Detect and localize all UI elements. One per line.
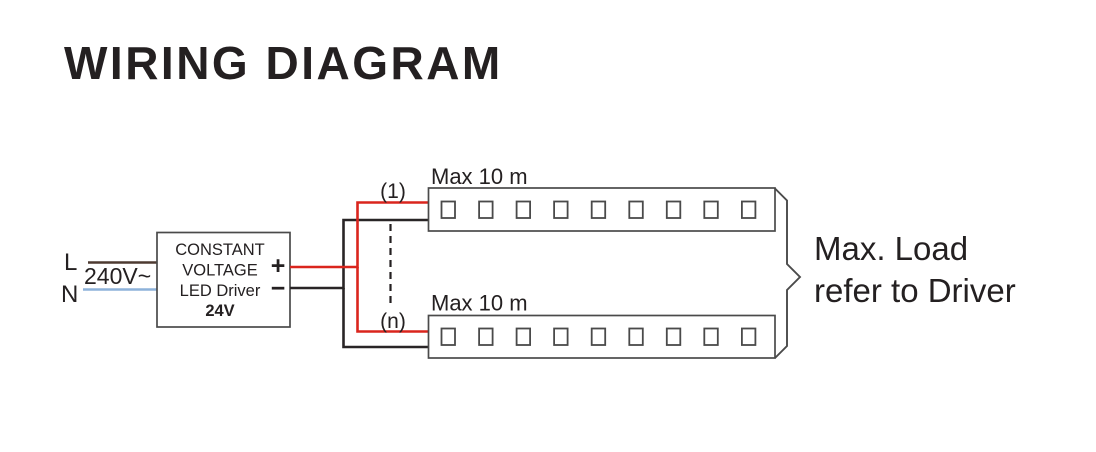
led-strip-1-chips	[440, 200, 757, 219]
led-chip	[665, 327, 682, 346]
led-chip	[703, 200, 719, 219]
led-chip	[703, 327, 719, 346]
led-chip	[741, 327, 757, 346]
led-chip	[515, 200, 531, 219]
led-chip	[515, 327, 531, 346]
led-chip	[440, 200, 456, 219]
negative-wire-branch-1	[290, 218, 429, 290]
positive-wire-branch-n	[356, 267, 429, 333]
load-note-line1: Max. Load	[814, 230, 968, 267]
branch-nth-label: (n)	[380, 310, 406, 333]
led-driver-box	[156, 231, 291, 328]
positive-wire-branch-1	[290, 201, 429, 269]
strip-n-length-label: Max 10 m	[431, 291, 528, 316]
led-chip	[553, 200, 569, 219]
led-chip	[590, 200, 607, 219]
minus-terminal-label: −	[271, 275, 286, 303]
page-title: WIRING DIAGRAM	[64, 37, 503, 89]
led-chip	[440, 327, 456, 346]
neutral-line-label: N	[61, 281, 78, 308]
plus-terminal-label: +	[271, 252, 286, 280]
led-chip	[628, 327, 644, 346]
led-chip	[553, 327, 569, 346]
led-chip	[478, 327, 494, 346]
branch-first-label: (1)	[380, 180, 406, 203]
led-chip	[478, 200, 494, 219]
driver-output-voltage: 24V	[205, 302, 234, 320]
led-chip	[665, 200, 682, 219]
strip-1-length-label: Max 10 m	[431, 164, 528, 189]
led-chip	[741, 200, 757, 219]
led-chip	[590, 327, 607, 346]
led-strip-n-chips	[440, 327, 757, 346]
max-load-brace	[774, 187, 802, 359]
load-note-line2: refer to Driver	[814, 272, 1016, 309]
mains-voltage-label: 240V~	[84, 263, 151, 289]
live-line-label: L	[64, 249, 77, 276]
driver-name-line2: VOLTAGE	[182, 262, 258, 280]
driver-name-line3: LED Driver	[180, 282, 261, 300]
led-chip	[628, 200, 644, 219]
negative-wire-branch-n	[342, 288, 429, 349]
driver-name-line1: CONSTANT	[175, 241, 265, 259]
